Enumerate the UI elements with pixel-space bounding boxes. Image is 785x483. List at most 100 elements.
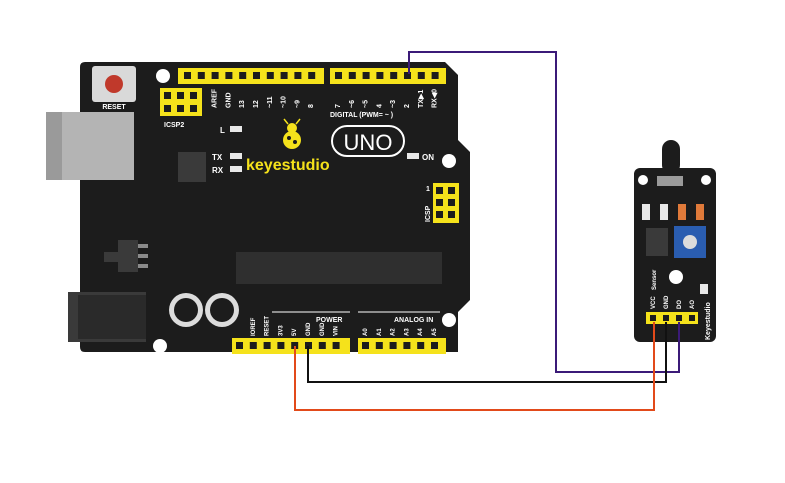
pin-hole [294, 72, 302, 79]
sensor-brand: Keyestudio [705, 302, 712, 340]
led-on [407, 153, 419, 159]
sensor-header [646, 312, 698, 324]
power-pin-label: VIN [334, 326, 340, 336]
pin-hole [348, 72, 356, 79]
analog-pin-label: A1 [377, 328, 383, 336]
pin-hole [291, 342, 299, 349]
sensor-mount-hole [669, 270, 683, 284]
pin-hole [263, 342, 271, 349]
mount-hole [442, 154, 456, 168]
led-rx-label: RX [212, 166, 224, 175]
led-l-label: L [220, 126, 225, 135]
analog-pin-label: A0 [363, 328, 369, 336]
analog-pin-label: A3 [404, 328, 410, 336]
wires [294, 51, 680, 411]
led-rx [230, 166, 242, 172]
led-on-label: ON [422, 153, 434, 162]
pin-hole [308, 72, 316, 79]
wire-power [294, 322, 655, 411]
pin-hole [335, 72, 342, 79]
power-pin-label: RESET [265, 316, 271, 336]
pin-hole [403, 342, 411, 349]
top-pin-label: 8 [308, 104, 315, 108]
top-pin-label: 12 [253, 100, 260, 108]
power-pin-label: GND [320, 322, 326, 336]
mount-hole [153, 339, 167, 353]
pin-hole [417, 342, 425, 349]
power-pin-label: 3V3 [278, 325, 284, 336]
top-pin-label: TX▶1 [418, 90, 425, 108]
top-pin-label: 4 [376, 104, 383, 108]
pin-hole [362, 72, 370, 79]
led-tx [230, 153, 242, 159]
sensor-pin-label: VCC [651, 296, 657, 309]
icsp2-label: ICSP2 [164, 122, 184, 129]
analog-pin-label: A5 [432, 328, 438, 336]
top-pin-label: ~3 [390, 100, 397, 108]
board-name: UNO [344, 130, 393, 155]
led-tx-label: TX [212, 153, 223, 162]
pin-hole [376, 72, 384, 79]
top-pin-label: AREF [212, 88, 219, 108]
top-pin-label: ~10 [281, 96, 288, 108]
pin-hole [417, 72, 425, 79]
icsp-pin1: 1 [426, 186, 430, 193]
power-label: POWER [316, 317, 342, 324]
top-pin-label: ~11 [267, 96, 274, 108]
sensor-label: Sensor [652, 269, 658, 290]
pin-hole [305, 342, 312, 349]
atmega-chip [236, 252, 442, 284]
pin-hole [404, 72, 411, 79]
pin-hole [431, 72, 439, 79]
comparator-chip [646, 228, 668, 256]
led-l [230, 126, 242, 132]
usb-chip [178, 152, 206, 182]
power-header [232, 338, 350, 354]
pin-hole [211, 72, 219, 79]
analog-pin-label: A2 [391, 328, 397, 336]
pin-hole [239, 72, 247, 79]
pin-hole [225, 72, 233, 79]
top-pin-label: 2 [404, 104, 411, 108]
digital-label: DIGITAL (PWM= ~ ) [330, 112, 393, 119]
pin-hole [266, 72, 274, 79]
flame-receiver [662, 140, 680, 174]
pin-hole [375, 342, 383, 349]
top-pin-label: GND [225, 92, 232, 108]
board-brand: keyestudio [246, 157, 330, 174]
pin-hole [332, 342, 340, 349]
analog-pin-label: A4 [418, 328, 424, 336]
pin-hole [236, 342, 243, 349]
top-pin-label: ~6 [349, 100, 356, 108]
power-pin-label: 5V [292, 329, 298, 336]
keyestudio-logo-icon [283, 118, 301, 149]
pin-hole [249, 342, 257, 349]
pin-hole [197, 72, 205, 79]
pin-hole [431, 342, 438, 349]
reset-button-cap[interactable] [105, 75, 123, 93]
pin-hole [390, 72, 398, 79]
power-pin-label: GND [306, 322, 312, 336]
top-pin-label: RX◀0 [432, 89, 439, 108]
top-pin-label: 13 [239, 100, 246, 108]
analog-label: ANALOG IN [394, 317, 433, 324]
voltage-regulator [118, 240, 138, 272]
top-pin-label: ~9 [294, 100, 301, 108]
uno-badge [331, 125, 405, 157]
wire-signal [408, 51, 680, 373]
power-pin-label: IOREF [251, 317, 257, 336]
pin-hole [184, 72, 191, 79]
sensor-pin-label: AO [690, 300, 696, 309]
icsp-label: ICSP [425, 205, 432, 222]
pin-hole [362, 342, 369, 349]
pin-hole [280, 72, 288, 79]
reset-label: RESET [102, 104, 126, 111]
mount-hole [156, 69, 170, 83]
pin-hole [389, 342, 397, 349]
top-pin-label: 7 [335, 104, 342, 108]
pin-hole [253, 72, 260, 79]
sensor-pin-label: GND [664, 295, 670, 309]
